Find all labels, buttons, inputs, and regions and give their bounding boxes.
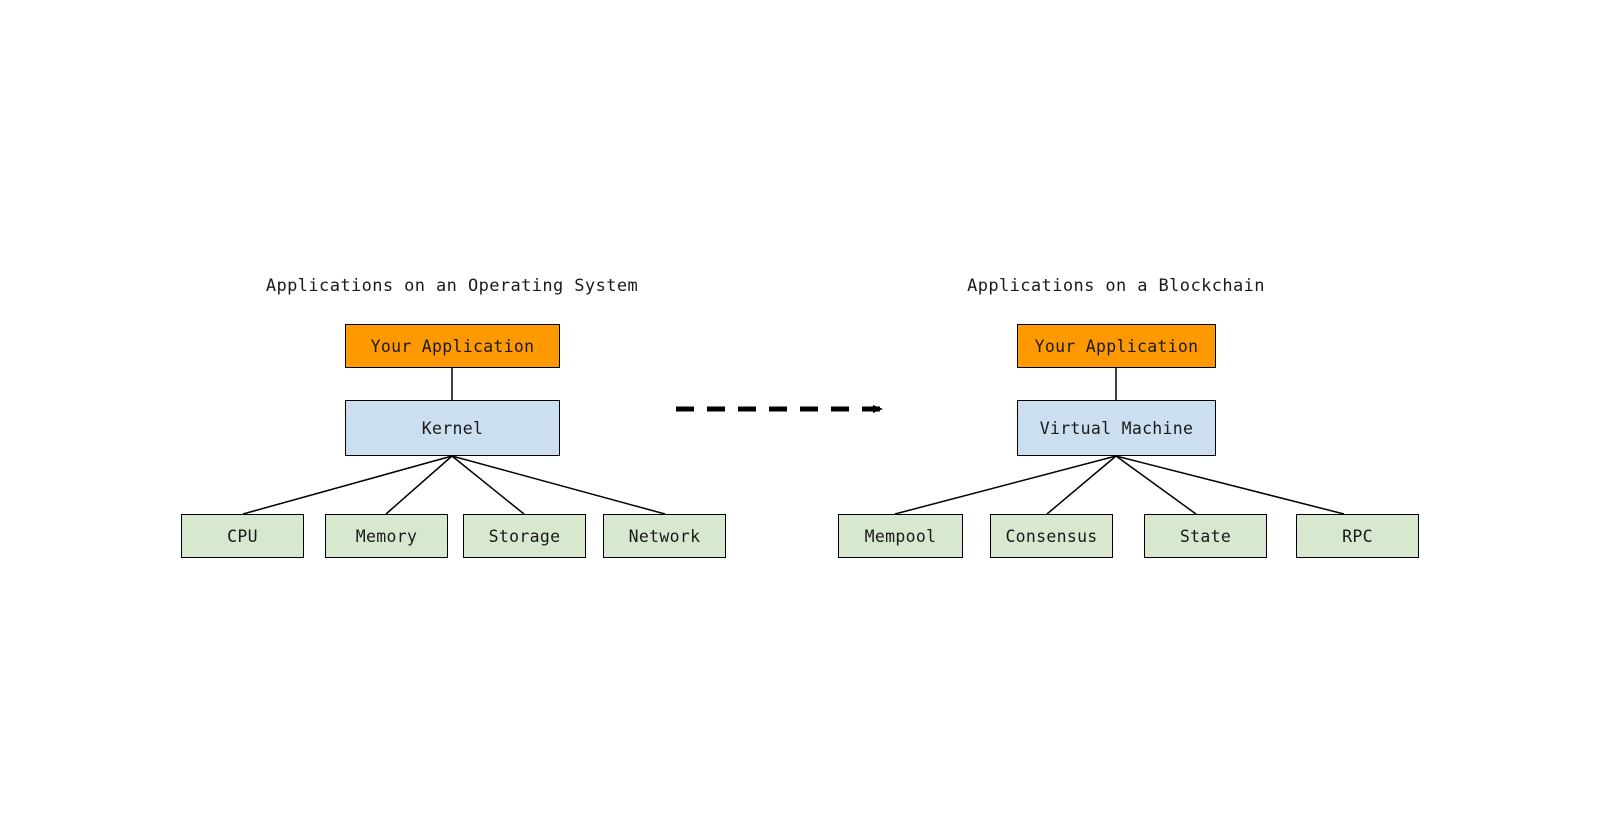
panel-title-blockchain: Applications on a Blockchain: [967, 276, 1265, 296]
node-label: Network: [628, 526, 701, 546]
node-label: RPC: [1342, 526, 1373, 546]
node-storage[interactable]: Storage: [463, 514, 586, 558]
node-label: Mempool: [864, 526, 937, 546]
node-label: State: [1179, 526, 1232, 546]
node-label: Virtual Machine: [1039, 418, 1194, 438]
node-memory[interactable]: Memory: [325, 514, 448, 558]
node-label: Kernel: [421, 418, 484, 438]
node-cpu[interactable]: CPU: [181, 514, 304, 558]
node-consensus[interactable]: Consensus: [990, 514, 1113, 558]
node-your-application-os[interactable]: Your Application: [345, 324, 560, 368]
node-network[interactable]: Network: [603, 514, 726, 558]
node-your-application-blockchain[interactable]: Your Application: [1017, 324, 1216, 368]
node-mempool[interactable]: Mempool: [838, 514, 963, 558]
node-state[interactable]: State: [1144, 514, 1267, 558]
node-label: Your Application: [370, 336, 535, 356]
node-kernel[interactable]: Kernel: [345, 400, 560, 456]
node-rpc[interactable]: RPC: [1296, 514, 1419, 558]
node-label: Memory: [355, 526, 418, 546]
node-virtual-machine[interactable]: Virtual Machine: [1017, 400, 1216, 456]
node-label: Storage: [488, 526, 561, 546]
node-label: Your Application: [1034, 336, 1199, 356]
panel-title-operating-system: Applications on an Operating System: [265, 276, 639, 296]
node-label: CPU: [227, 526, 258, 546]
node-label: Consensus: [1005, 526, 1098, 546]
